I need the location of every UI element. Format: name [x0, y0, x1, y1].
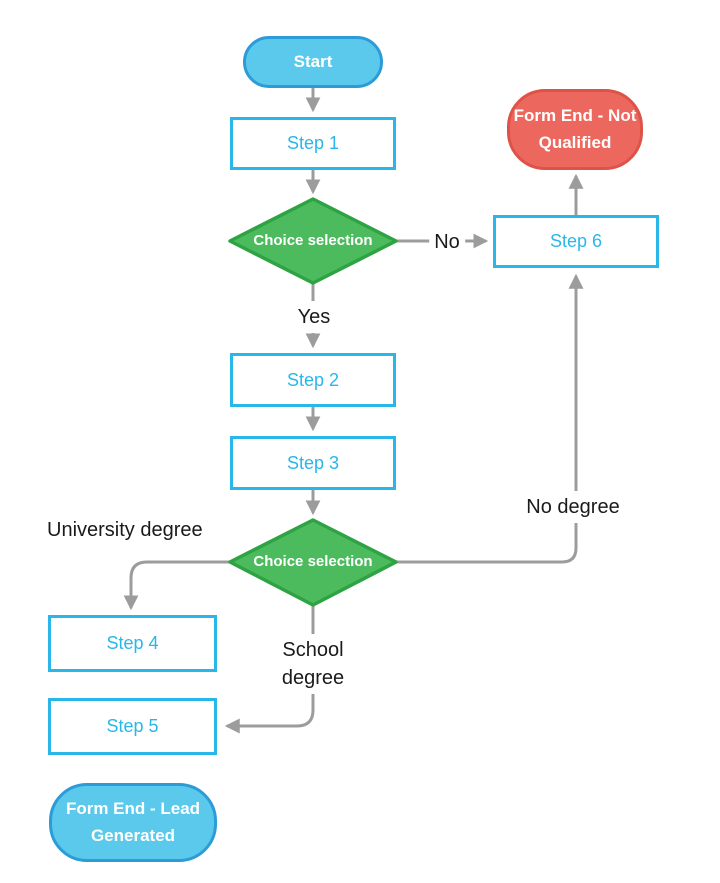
step3-node: Step 3 [230, 436, 396, 490]
decision-node-choice1 [228, 197, 398, 285]
step4-node: Step 4 [48, 615, 217, 672]
edge-choice2-to-step4-university [123, 560, 230, 611]
step1-node: Step 1 [230, 117, 396, 170]
decision-node-choice2 [228, 518, 398, 607]
edge-label-no: No [429, 226, 465, 258]
step5-node: Step 5 [48, 698, 217, 755]
step4-node-label: Step 4 [106, 633, 159, 653]
start-node: Start [243, 36, 383, 88]
edge-label-no-degree: No degree [521, 491, 625, 523]
end-lead-generated-label: Form End - Lead Generated [65, 799, 201, 845]
step2-node: Step 2 [230, 353, 396, 407]
start-node-label: Start [293, 51, 333, 71]
step6-node-label: Step 6 [549, 231, 603, 251]
step5-node-label: Step 5 [106, 716, 159, 736]
edge-label-university-degree: University degree [42, 514, 208, 546]
edge-label-school-degree: School degree [256, 634, 370, 694]
end-not-qualified-node: Form End - Not Qualified [507, 89, 643, 170]
end-lead-generated-node: Form End - Lead Generated [49, 783, 217, 862]
step6-node: Step 6 [493, 215, 659, 268]
step3-node-label: Step 3 [286, 452, 340, 473]
edge-choice2-to-step5-school [224, 605, 315, 734]
end-not-qualified-label: Form End - Not Qualified [513, 106, 637, 152]
step2-node-label: Step 2 [286, 369, 340, 390]
step1-node-label: Step 1 [286, 133, 340, 153]
edge-label-yes: Yes [292, 301, 336, 333]
edge-choice2-to-step6-no-degree [396, 273, 584, 564]
